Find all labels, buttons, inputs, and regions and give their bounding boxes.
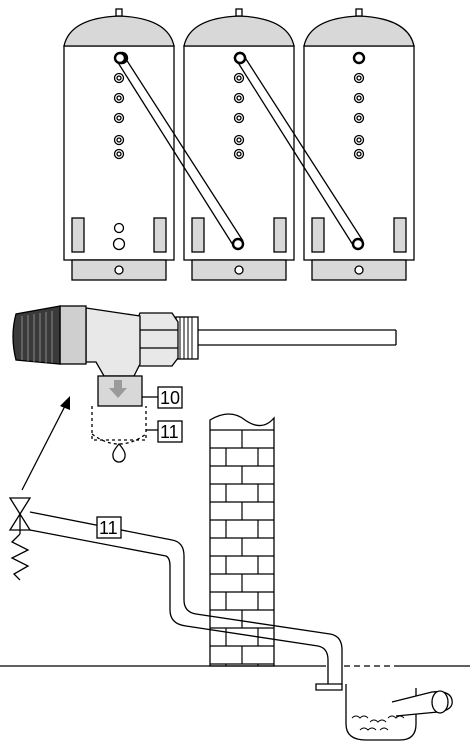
label-outlet-10: 10 xyxy=(160,388,180,408)
indicator-arrow xyxy=(21,396,70,491)
spring-icon xyxy=(10,533,30,581)
tank-3 xyxy=(303,8,415,281)
flow-arrow-icon xyxy=(109,380,127,398)
label-funnel-11: 11 xyxy=(160,422,179,442)
brick-wall xyxy=(209,413,275,667)
connecting-pipe xyxy=(233,51,365,251)
safety-valve xyxy=(12,305,397,463)
pressure-valve-icon xyxy=(8,497,32,534)
storage-tanks xyxy=(63,8,415,281)
valve-knob xyxy=(12,305,61,365)
water-drop-icon xyxy=(112,443,126,463)
connecting-pipe xyxy=(113,51,245,251)
drain-trap xyxy=(315,683,453,741)
tank-2 xyxy=(183,8,295,281)
tank-1 xyxy=(63,8,175,281)
discharge-pipe xyxy=(29,511,343,684)
label-pipe-11: 11 xyxy=(99,518,118,538)
